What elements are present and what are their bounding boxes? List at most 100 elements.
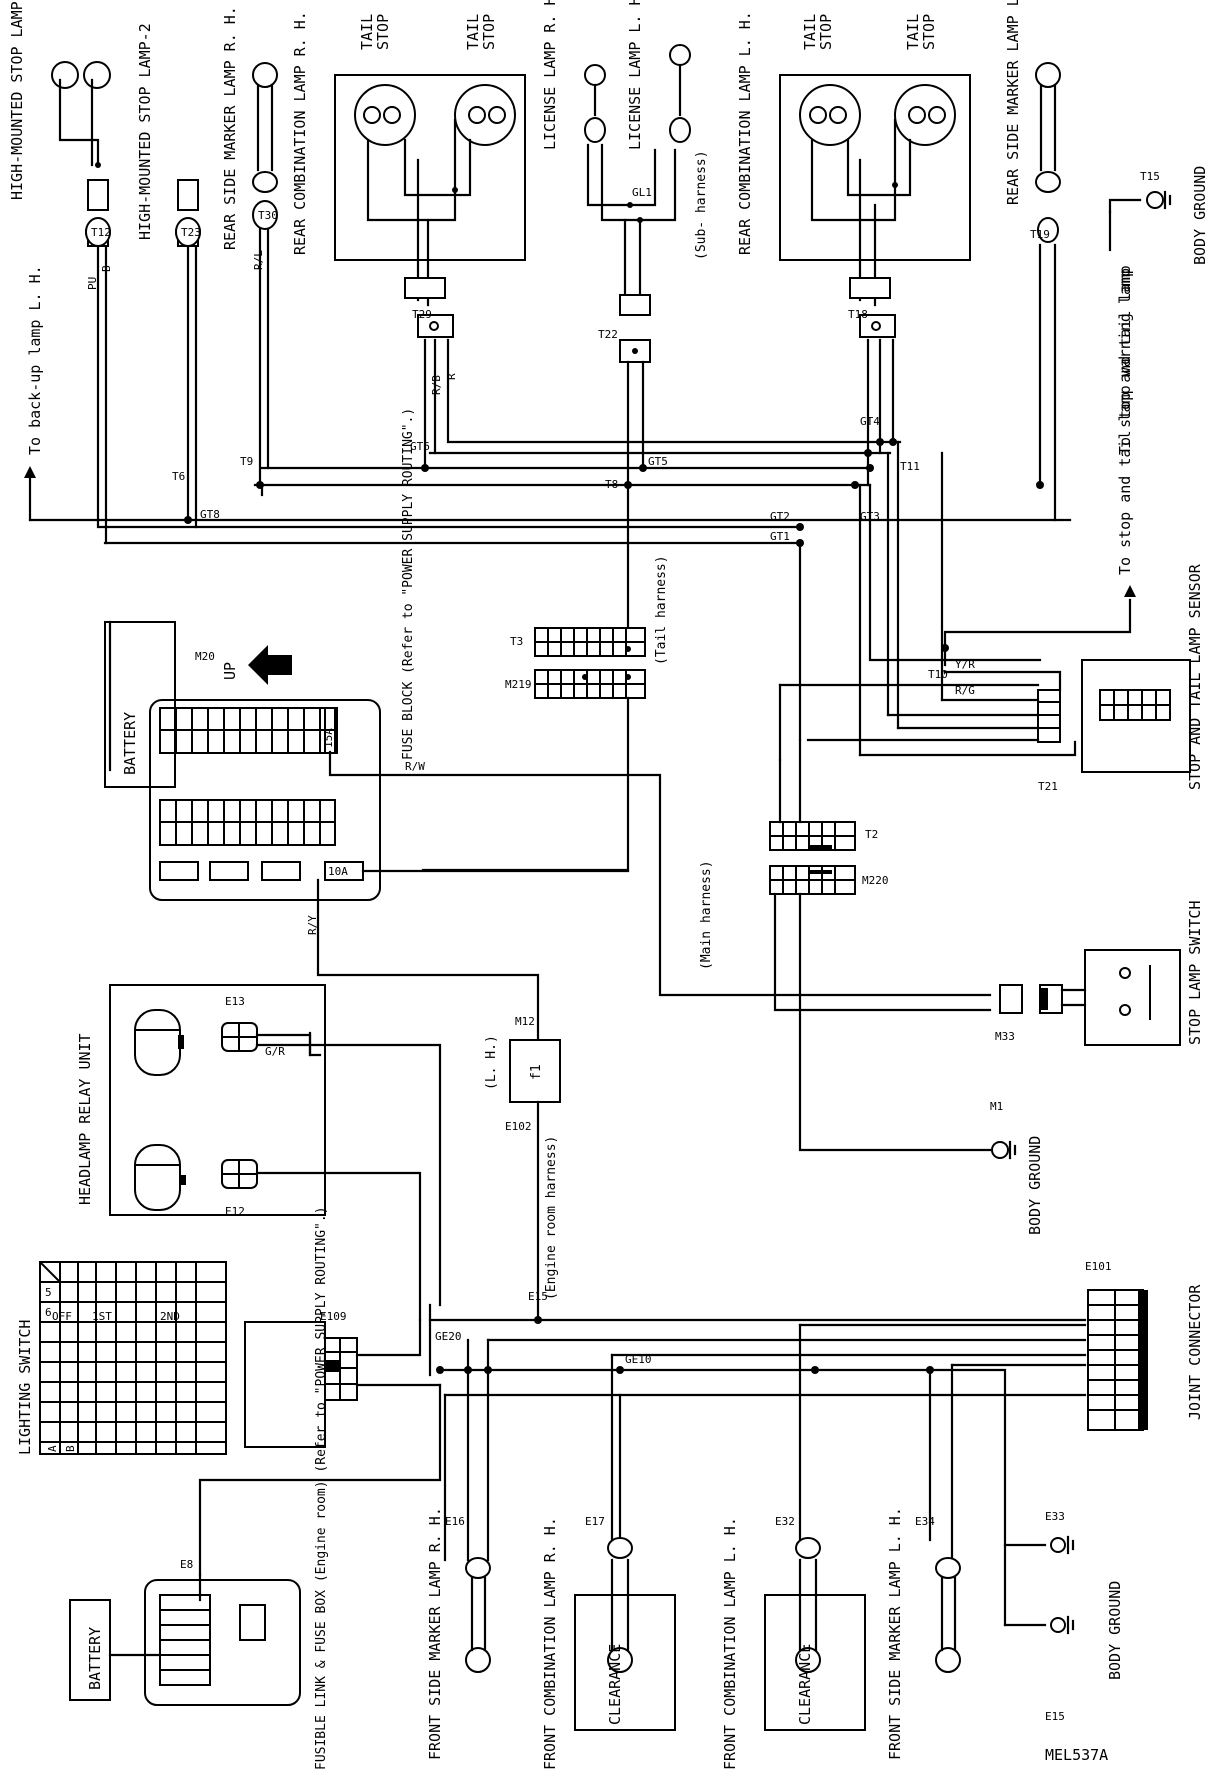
- label-fuse-15a: 15A: [322, 728, 335, 748]
- label-fusible-link: FUSIBLE LINK & FUSE BOX (Engine room) (R…: [314, 1206, 329, 1770]
- front-side-marker-lh: [935, 1557, 961, 1673]
- junction-gt4: GT4: [860, 415, 880, 428]
- wire-gr: G/R: [265, 1045, 285, 1058]
- junction-t10: T10: [928, 668, 948, 681]
- rear-bus-wires: [24, 440, 1072, 545]
- label-tail-4: TAIL: [904, 14, 922, 50]
- lighting-switch-table-labels: A B OFF 1ST 2ND 5 6: [45, 1286, 180, 1452]
- label-battery-2: BATTERY: [86, 1627, 104, 1690]
- label-up: UP: [221, 662, 239, 680]
- junction-gt6: GT6: [410, 440, 430, 453]
- stop-lamp-switch: [991, 949, 1181, 1160]
- label-fuse-block: FUSE BLOCK (Refer to "POWER SUPPLY ROUTI…: [401, 408, 416, 760]
- switch-row-5: 5: [45, 1286, 52, 1299]
- junction-gt1: GT1: [770, 530, 790, 543]
- switch-pos-off: OFF: [52, 1310, 72, 1323]
- conn-t23: T23: [181, 226, 201, 239]
- junction-t6: T6: [172, 470, 185, 483]
- front-side-marker-rh: [465, 1557, 491, 1673]
- hm-stop-feeds: [96, 223, 270, 545]
- junction-gl1: GL1: [632, 186, 652, 199]
- label-tail-harness: (Tail harness): [654, 555, 669, 665]
- junction-e15: E15: [528, 1290, 548, 1303]
- junction-t11: T11: [900, 460, 920, 473]
- conn-t2: T2: [865, 828, 878, 841]
- label-main-harness: (Main harness): [699, 860, 714, 970]
- switch-row-label: A: [46, 1445, 59, 1452]
- label-clearance-2: CLEARANCE: [796, 1644, 814, 1725]
- switch-pos-2nd: 2ND: [160, 1310, 180, 1323]
- junction-ge10: GE10: [625, 1353, 652, 1366]
- conn-t21: T21: [1038, 780, 1058, 793]
- label-f1: f1: [529, 1064, 544, 1080]
- junction-gt3: GT3: [860, 510, 880, 523]
- label-stop-1: STOP: [374, 14, 392, 50]
- label-tail-3: TAIL: [801, 14, 819, 50]
- front-combo-lamp-rh: [574, 1537, 676, 1731]
- conn-t22: T22: [598, 328, 618, 341]
- bus-junctions: [184, 464, 874, 547]
- lighting-switch-connector: [198, 1318, 442, 1577]
- junction-gt5: GT5: [648, 455, 668, 468]
- label-lh-f1: (L. H.): [484, 1035, 499, 1090]
- label-to-stop-tail: To stop and tail lamp: [1116, 265, 1134, 455]
- conn-e15: E15: [1045, 1710, 1065, 1723]
- label-battery-1: BATTERY: [121, 712, 139, 775]
- label-front-side-marker-lh: FRONT SIDE MARKER LAMP L. H.: [886, 1507, 904, 1760]
- label-stop-2: STOP: [480, 14, 498, 50]
- wire-rw: R/W: [405, 760, 425, 773]
- label-license-lh: LICENSE LAMP L. H.: [626, 0, 644, 150]
- wire-ry: R/Y: [306, 915, 319, 935]
- label-front-side-marker-rh: FRONT SIDE MARKER LAMP R. H.: [426, 1507, 444, 1760]
- conn-e34: E34: [915, 1515, 935, 1528]
- junction-labels: T6 T9 GT8 GT6 GT5 T8 GT2 GT1 GT4 T11 GT3…: [172, 186, 948, 1366]
- conn-m33: M33: [995, 1030, 1015, 1043]
- wire-rb: R/B: [430, 375, 443, 395]
- rear-side-marker-lh: [1035, 62, 1172, 522]
- rear-combo-lamp-lh: [779, 74, 971, 487]
- switch-row-6: 6: [45, 1306, 52, 1319]
- main-harness-connector: [769, 738, 992, 1152]
- hm-stop-lamp-1: [51, 61, 111, 245]
- conn-m219: M219: [505, 678, 532, 691]
- switch-pos-1st: 1ST: [92, 1310, 112, 1323]
- conn-t15: T15: [1140, 170, 1160, 183]
- label-hm-stop-2: HIGH-MOUNTED STOP LAMP-2: [136, 23, 154, 240]
- fusible-link-box: [69, 1573, 301, 1706]
- f1-relay: [428, 1039, 1087, 1324]
- wire-rl: R/L: [252, 250, 265, 270]
- label-front-combo-lh: FRONT COMBINATION LAMP L. H.: [721, 1517, 739, 1770]
- label-engine-room-harness: (Engine room harness): [544, 1136, 559, 1300]
- conn-e33: E33: [1045, 1510, 1065, 1523]
- front-grounds: [1050, 1535, 1075, 1635]
- label-tail-2: TAIL: [464, 14, 482, 50]
- label-body-ground-m1: BODY GROUND: [1026, 1136, 1044, 1235]
- label-lighting-switch: LIGHTING SWITCH: [16, 1320, 34, 1455]
- conn-t18: T18: [848, 308, 868, 321]
- label-to-warning: To stop and tail lamp warning lamp: [1116, 268, 1134, 575]
- conn-e8: E8: [180, 1558, 193, 1571]
- wire-pu: PU: [86, 277, 99, 290]
- label-rear-side-marker-lh: REAR SIDE MARKER LAMP L. H.: [1004, 0, 1022, 205]
- label-rear-side-marker-rh: REAR SIDE MARKER LAMP R. H.: [221, 6, 239, 250]
- label-diagram-code: MEL537A: [1045, 1746, 1108, 1764]
- labels: HIGH-MOUNTED STOP LAMP-1 HIGH-MOUNTED ST…: [8, 0, 1209, 1770]
- junction-t9: T9: [240, 455, 253, 468]
- front-combo-lamp-lh: [764, 1537, 866, 1731]
- label-body-ground-front: BODY GROUND: [1106, 1581, 1124, 1680]
- wire-b: B: [100, 265, 113, 272]
- label-stop-tail-sensor: STOP AND TAIL LAMP SENSOR: [1186, 563, 1204, 790]
- label-hm-stop-1: HIGH-MOUNTED STOP LAMP-1: [8, 0, 26, 200]
- conn-m20: M20: [195, 650, 215, 663]
- junction-ge20: GE20: [435, 1330, 462, 1343]
- conn-t12: T12: [91, 226, 111, 239]
- label-fuse-10a: 10A: [328, 865, 348, 878]
- label-stop-4: STOP: [920, 14, 938, 50]
- conn-e17: E17: [585, 1515, 605, 1528]
- wire-yr: Y/R: [955, 658, 975, 671]
- label-rear-combo-lh: REAR COMBINATION LAMP L. H.: [736, 11, 754, 255]
- label-sub-harness: (Sub- harness): [694, 150, 709, 260]
- lighting-switch: [39, 1261, 227, 1455]
- conn-e16: E16: [445, 1515, 465, 1528]
